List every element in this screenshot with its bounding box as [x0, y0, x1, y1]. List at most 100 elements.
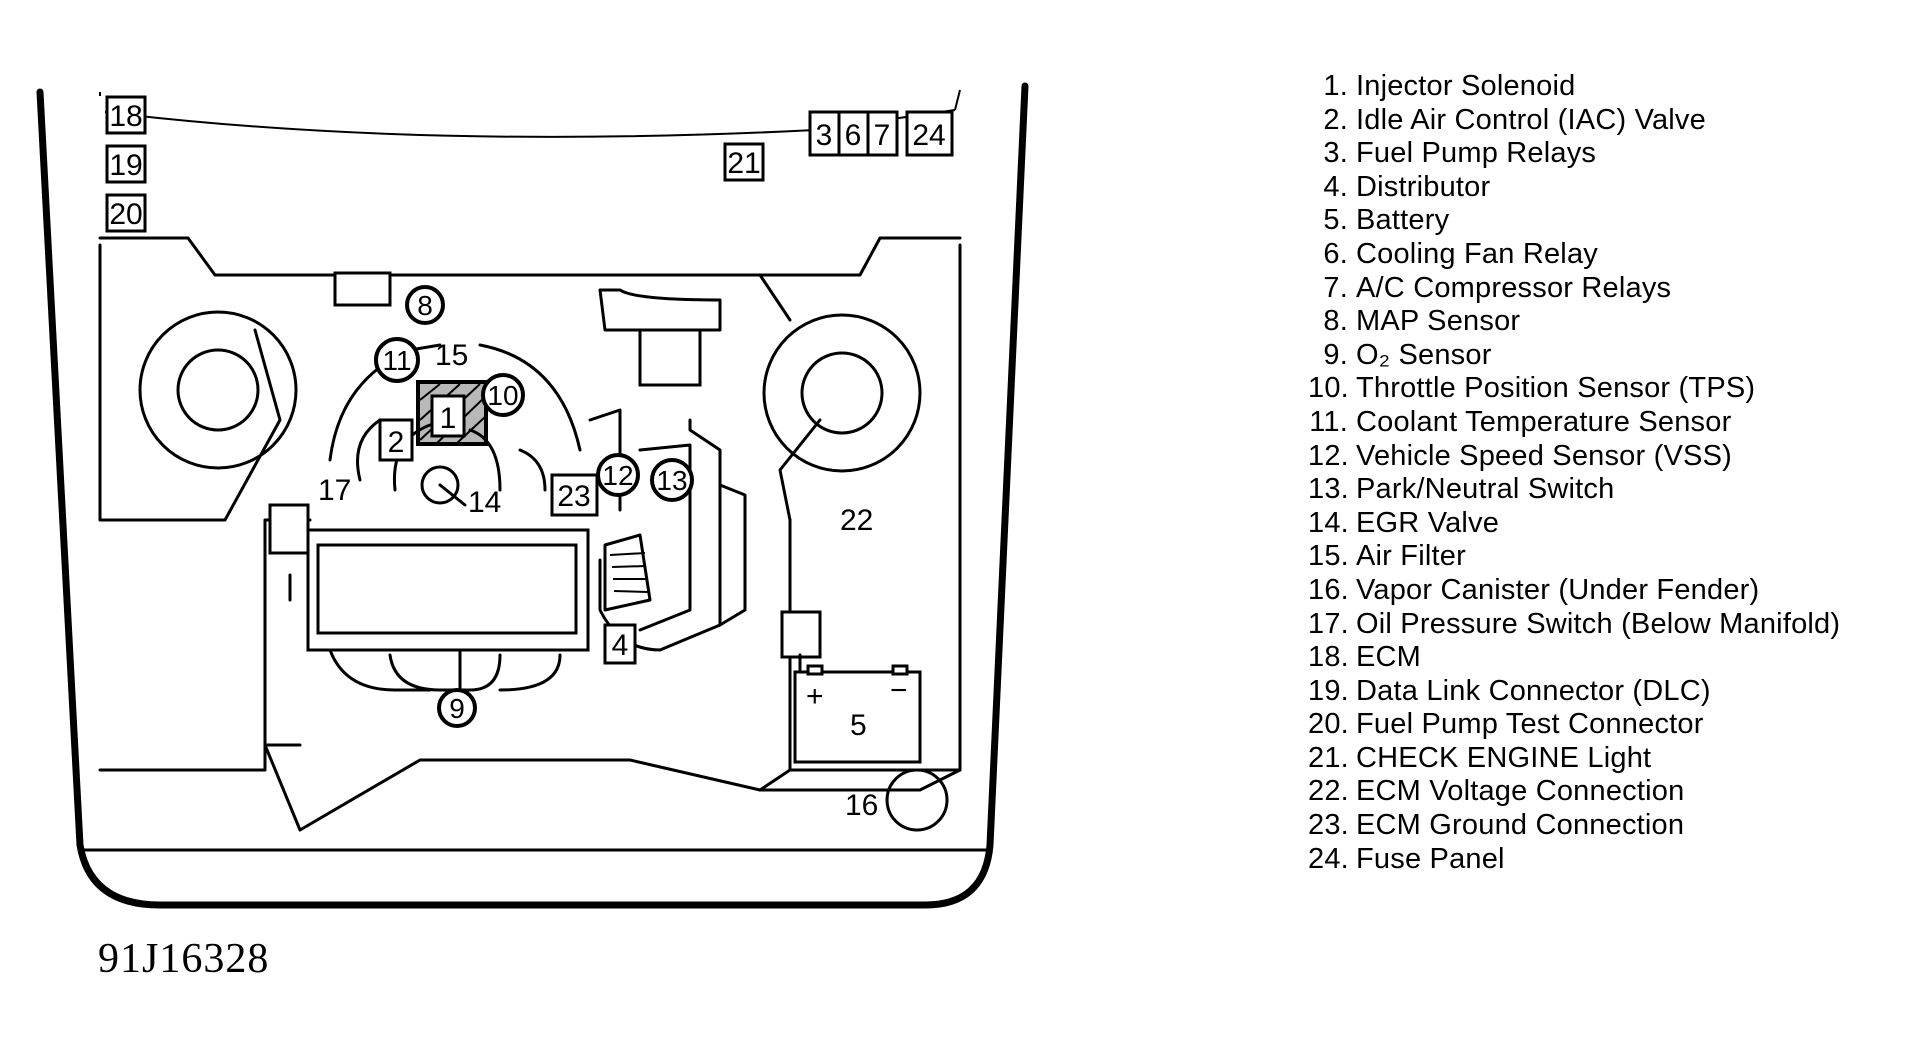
- callout-13: 13: [650, 458, 694, 502]
- legend-item-label: Fuel Pump Test Connector: [1356, 708, 1704, 741]
- legend-item-number: 23.: [1308, 809, 1349, 842]
- callout-4: 4: [603, 623, 637, 665]
- legend-item-label: Vapor Canister (Under Fender): [1356, 573, 1760, 606]
- legend-item-label: Battery: [1356, 204, 1450, 237]
- legend-item-label: ECM Ground Connection: [1356, 809, 1685, 842]
- vehicle-body-outline: [36, 82, 1029, 909]
- legend-item: 19.Data Link Connector (DLC): [1308, 675, 1918, 709]
- legend-item-label: Cooling Fan Relay: [1356, 237, 1598, 270]
- legend-item: 2.Idle Air Control (IAC) Valve: [1308, 104, 1918, 138]
- legend-item-label: ECM: [1356, 641, 1422, 674]
- legend-item: 22.ECM Voltage Connection: [1308, 775, 1918, 809]
- callout-2-label: 2: [388, 426, 405, 459]
- callout-21-label: 21: [727, 147, 760, 180]
- legend-item-label: MAP Sensor: [1356, 305, 1521, 338]
- legend-item: 24.Fuse Panel: [1308, 843, 1918, 877]
- callout-3: 3: [808, 110, 841, 157]
- legend-item: 11.Coolant Temperature Sensor: [1308, 406, 1918, 440]
- legend-item: 10.Throttle Position Sensor (TPS): [1308, 372, 1918, 406]
- callout-18-label: 18: [109, 100, 142, 133]
- legend-item-label: Vehicle Speed Sensor (VSS): [1356, 439, 1732, 472]
- legend-item-number: 17.: [1308, 607, 1349, 640]
- battery-positive-terminal: +: [806, 680, 824, 713]
- callout-13-label: 13: [656, 465, 687, 496]
- legend-item: 1.Injector Solenoid: [1308, 70, 1918, 104]
- legend-item-number: 16.: [1308, 573, 1349, 606]
- engine-assembly: [268, 271, 949, 832]
- legend-item-label: Fuel Pump Relays: [1356, 137, 1597, 170]
- legend-item-label: EGR Valve: [1356, 506, 1500, 539]
- legend-item-number: 1.: [1323, 70, 1348, 102]
- legend-item-number: 22.: [1308, 775, 1349, 808]
- callout-24-label: 24: [912, 119, 945, 152]
- callout-20-label: 20: [109, 198, 142, 231]
- callout-24: 24: [905, 110, 954, 157]
- callout-9: 9: [437, 688, 477, 728]
- callout-23: 23: [550, 473, 599, 517]
- legend-item-number: 7.: [1323, 271, 1348, 304]
- legend-item: 4.Distributor: [1308, 171, 1918, 205]
- legend-item-number: 8.: [1323, 305, 1348, 338]
- callout-17-label: 17: [318, 474, 351, 507]
- callout-5-label: 5: [850, 709, 867, 742]
- callout-8: 8: [405, 285, 445, 325]
- legend-item-label: Coolant Temperature Sensor: [1356, 405, 1732, 438]
- legend-item-number: 15.: [1308, 540, 1349, 573]
- legend-item-number: 12.: [1308, 439, 1349, 472]
- callout-8-label: 8: [417, 290, 433, 321]
- legend-item-number: 20.: [1308, 708, 1349, 741]
- legend-item: 3.Fuel Pump Relays: [1308, 137, 1918, 171]
- strut-tower-left: [138, 310, 298, 470]
- legend-item: 17.Oil Pressure Switch (Below Manifold): [1308, 608, 1918, 642]
- callout-3-label: 3: [816, 119, 833, 152]
- legend-item: 9.O₂ Sensor: [1308, 339, 1918, 373]
- legend-item-label: Fuse Panel: [1356, 842, 1505, 875]
- legend-item: 5.Battery: [1308, 204, 1918, 238]
- legend-item: 13.Park/Neutral Switch: [1308, 473, 1918, 507]
- legend-item: 21.CHECK ENGINE Light: [1308, 742, 1918, 776]
- callout-7-label: 7: [874, 119, 891, 152]
- legend-item: 20.Fuel Pump Test Connector: [1308, 708, 1918, 742]
- legend-item-label: Idle Air Control (IAC) Valve: [1356, 103, 1706, 136]
- legend-item: 14.EGR Valve: [1308, 507, 1918, 541]
- callout-11-label: 11: [382, 345, 411, 376]
- legend-item: 6.Cooling Fan Relay: [1308, 238, 1918, 272]
- legend-item-label: Park/Neutral Switch: [1356, 473, 1615, 506]
- legend-item-number: 18.: [1308, 641, 1349, 674]
- legend-item-number: 2.: [1323, 103, 1348, 136]
- legend-item-label: CHECK ENGINE Light: [1356, 741, 1652, 774]
- figure-id: 91J16328: [98, 936, 270, 982]
- callout-1-label: 1: [440, 402, 457, 435]
- legend-item-label: O₂ Sensor: [1356, 338, 1492, 371]
- callout-10-label: 10: [487, 380, 518, 411]
- callout-20: 20: [105, 193, 147, 233]
- callout-15-label: 15: [435, 339, 468, 372]
- legend-item-number: 6.: [1323, 237, 1348, 270]
- callout-2: 2: [378, 418, 414, 462]
- legend-item-label: Distributor: [1356, 170, 1491, 203]
- legend-item-number: 4.: [1323, 170, 1348, 203]
- callout-18: 18: [105, 95, 147, 135]
- callout-12: 12: [596, 453, 640, 497]
- legend-item: 15.Air Filter: [1308, 540, 1918, 574]
- legend-item: 23.ECM Ground Connection: [1308, 809, 1918, 843]
- legend-item-number: 24.: [1308, 842, 1349, 875]
- callout-4-label: 4: [612, 629, 629, 662]
- legend-item-number: 19.: [1308, 674, 1349, 707]
- callout-6: 6: [837, 110, 870, 157]
- callout-6-label: 6: [845, 119, 862, 152]
- callout-23-label: 23: [557, 480, 590, 513]
- legend-item: 7.A/C Compressor Relays: [1308, 272, 1918, 306]
- callout-11: 11: [374, 337, 420, 383]
- callout-22-label: 22: [840, 504, 873, 537]
- legend-item-label: Oil Pressure Switch (Below Manifold): [1356, 607, 1841, 640]
- legend-item-number: 5.: [1323, 204, 1348, 237]
- callout-12-label: 12: [602, 460, 633, 491]
- callout-7: 7: [866, 110, 899, 157]
- legend-item-number: 10.: [1308, 372, 1349, 405]
- callout-9-label: 9: [449, 693, 465, 724]
- legend-item-number: 21.: [1308, 741, 1349, 774]
- legend-item: 8.MAP Sensor: [1308, 305, 1918, 339]
